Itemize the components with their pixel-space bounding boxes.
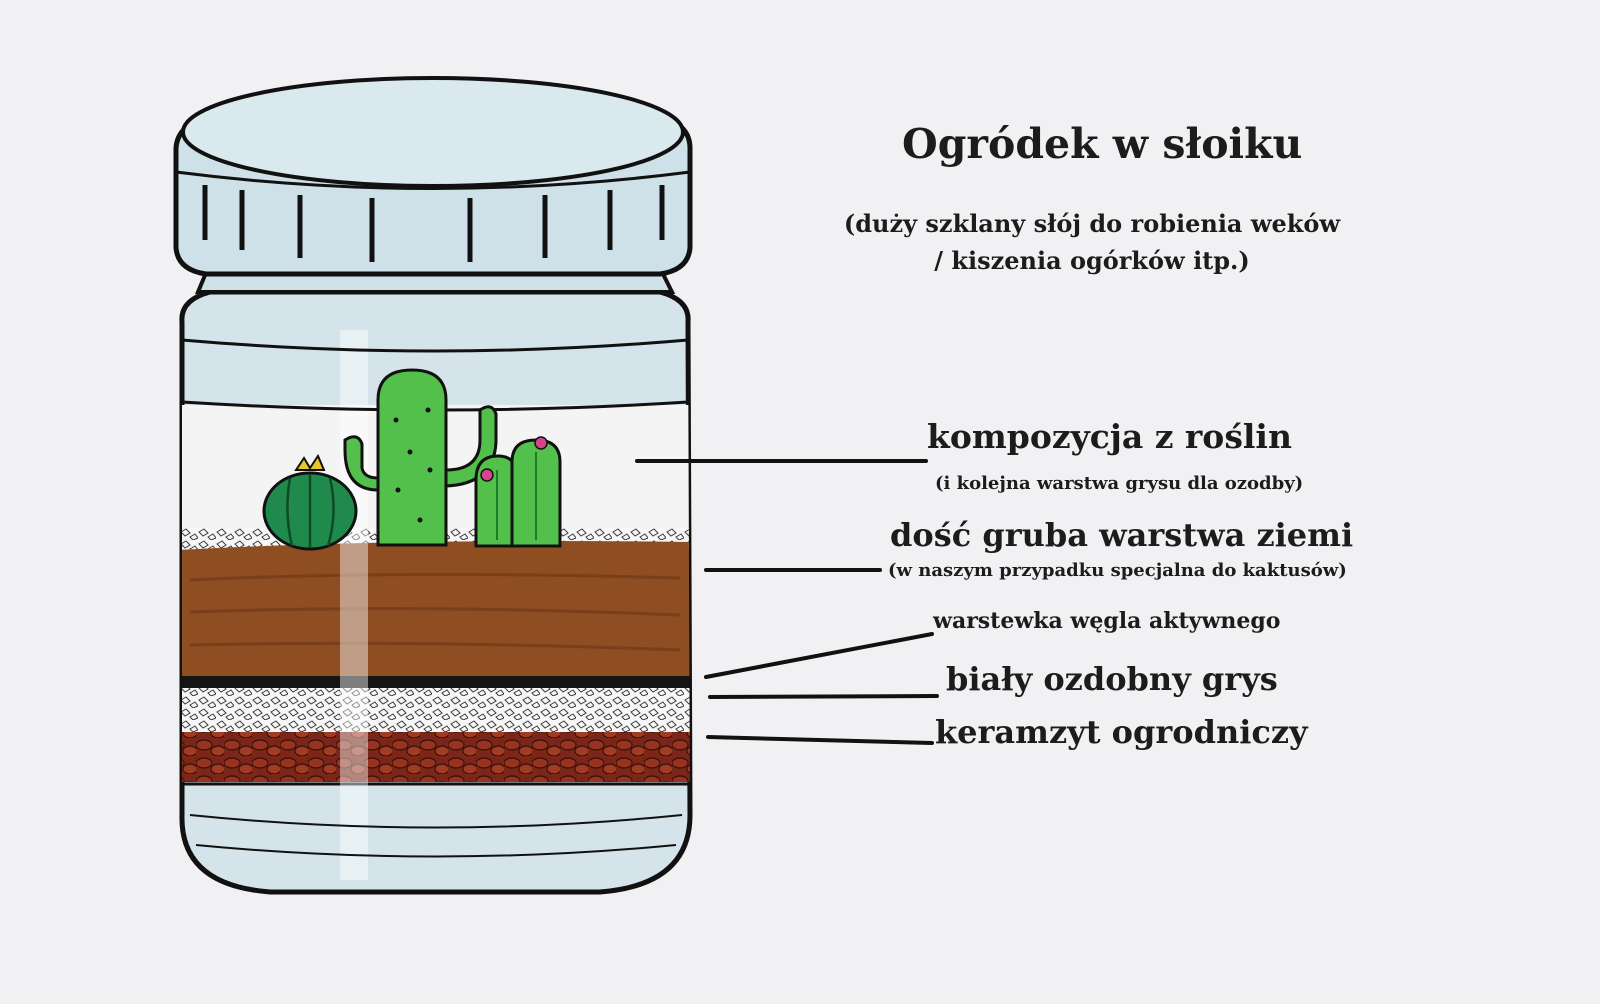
diagram-subtitle: (duży szklany słój do robienia weków / k… [843,209,1341,275]
cactus-round [262,453,358,551]
label-charcoal: warstewka węgla aktywnego [933,608,1281,634]
cactus-flowering [474,438,562,548]
flower-icon [480,436,548,482]
label-gravel: biały ozdobny grys [946,660,1278,698]
leader-line-charcoal [704,632,934,679]
clay-pebble-layer [181,732,690,782]
jar-body [179,266,693,895]
label-plants-note: (i kolejna warstwa grysu dla ozodby) [935,473,1304,494]
glass-highlight [340,330,368,880]
label-soil: dość gruba warstwa ziemi [890,516,1354,554]
leader-lines [635,459,939,745]
jar-lid [173,76,693,277]
label-clay: keramzyt ogrodniczy [935,713,1308,751]
leader-line-gravel [708,694,939,699]
white-gravel-layer [181,688,690,734]
charcoal-layer [181,676,690,688]
diagram-title: Ogródek w słoiku [902,120,1303,168]
leader-line-clay [706,735,934,745]
label-soil-note: (w naszym przypadku specjalna do kaktusó… [888,560,1347,581]
label-plants: kompozycja z roślin [927,417,1292,456]
